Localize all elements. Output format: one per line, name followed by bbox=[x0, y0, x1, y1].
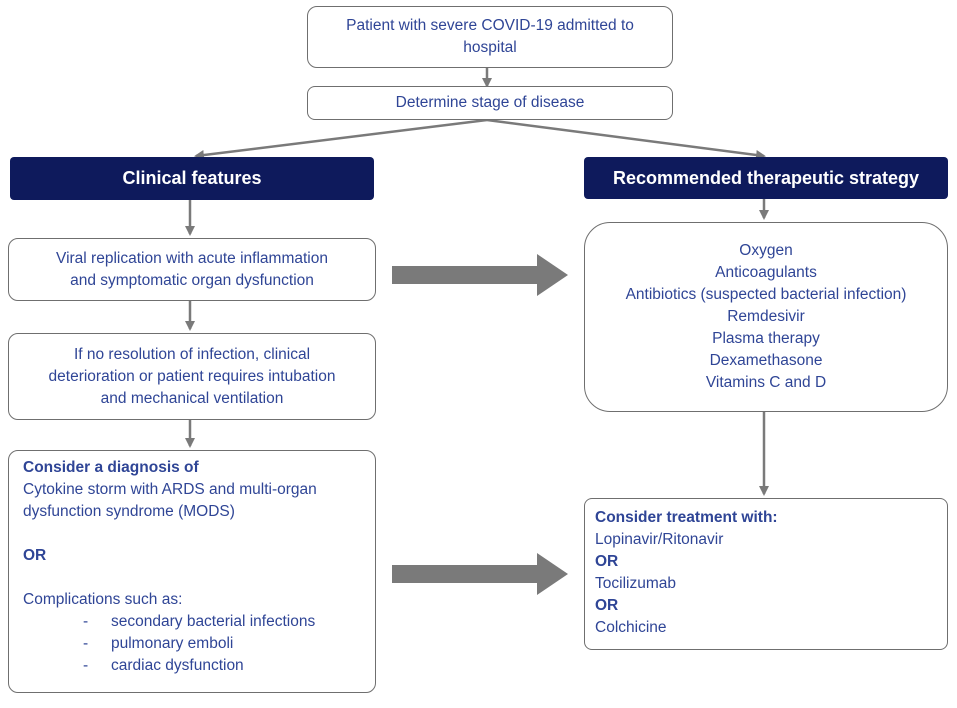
treatment-or: OR bbox=[595, 553, 619, 570]
deterioration-line-2: deterioration or patient requires intuba… bbox=[48, 367, 336, 385]
treatment-heading: Consider treatment with: bbox=[595, 509, 778, 526]
therapy-item: Dexamethasone bbox=[709, 352, 823, 369]
stage-box: Determine stage of disease bbox=[307, 86, 673, 120]
deterioration-line-3: and mechanical ventilation bbox=[100, 389, 284, 407]
therapy-item: Plasma therapy bbox=[712, 330, 820, 347]
diagnosis-box: Consider a diagnosis of Cytokine storm w… bbox=[8, 450, 376, 693]
therapies-box: Oxygen Anticoagulants Antibiotics (suspe… bbox=[584, 222, 948, 412]
therapy-item: Antibiotics (suspected bacterial infecti… bbox=[625, 286, 907, 303]
admission-box: Patient with severe COVID-19 admitted to… bbox=[307, 6, 673, 68]
viral-replication-box: Viral replication with acute inflammatio… bbox=[8, 238, 376, 301]
treatment-item: Colchicine bbox=[595, 619, 667, 636]
diagnosis-heading: Consider a diagnosis of bbox=[23, 459, 199, 476]
viral-line-2: and symptomatic organ dysfunction bbox=[70, 271, 314, 289]
dash-bullet: - bbox=[83, 635, 89, 652]
complication-text: cardiac dysfunction bbox=[111, 657, 244, 674]
diagnosis-line-1: Cytokine storm with ARDS and multi-organ bbox=[23, 481, 317, 498]
stage-text: Determine stage of disease bbox=[395, 94, 585, 111]
arrow-stage-to-therapeutic bbox=[486, 118, 766, 160]
complication-text: secondary bacterial infections bbox=[111, 613, 316, 630]
treatment-box: Consider treatment with: Lopinavir/Riton… bbox=[584, 498, 948, 650]
treatment-item: Tocilizumab bbox=[595, 575, 676, 592]
big-arrow-viral-to-therapies bbox=[392, 254, 568, 296]
treatment-or: OR bbox=[595, 597, 619, 614]
therapy-item: Anticoagulants bbox=[715, 264, 817, 281]
arrow-stage-to-clinical bbox=[194, 118, 488, 160]
therapy-item: Vitamins C and D bbox=[705, 374, 827, 391]
admission-text: Patient with severe COVID-19 admitted to… bbox=[346, 17, 634, 56]
therapy-item: Oxygen bbox=[739, 242, 793, 259]
complication-item: - cardiac dysfunction bbox=[23, 655, 375, 677]
viral-line-1: Viral replication with acute inflammatio… bbox=[56, 249, 328, 267]
dash-bullet: - bbox=[83, 613, 89, 630]
diagnosis-line-2: dysfunction syndrome (MODS) bbox=[23, 503, 235, 520]
deterioration-line-1: If no resolution of infection, clinical bbox=[73, 345, 311, 363]
complication-item: - pulmonary emboli bbox=[23, 633, 375, 655]
therapeutic-strategy-title: Recommended therapeutic strategy bbox=[612, 167, 920, 188]
therapeutic-strategy-header: Recommended therapeutic strategy bbox=[584, 157, 948, 199]
diagnosis-or: OR bbox=[23, 547, 47, 564]
complications-intro: Complications such as: bbox=[23, 591, 183, 608]
clinical-features-title: Clinical features bbox=[122, 168, 262, 188]
therapy-item: Remdesivir bbox=[727, 308, 805, 325]
clinical-features-header: Clinical features bbox=[10, 157, 374, 200]
treatment-item: Lopinavir/Ritonavir bbox=[595, 531, 724, 548]
big-arrow-diagnosis-to-treatment bbox=[392, 553, 568, 595]
complication-item: - secondary bacterial infections bbox=[23, 611, 375, 633]
deterioration-box: If no resolution of infection, clinical … bbox=[8, 333, 376, 420]
complication-text: pulmonary emboli bbox=[111, 635, 234, 652]
dash-bullet: - bbox=[83, 657, 89, 674]
